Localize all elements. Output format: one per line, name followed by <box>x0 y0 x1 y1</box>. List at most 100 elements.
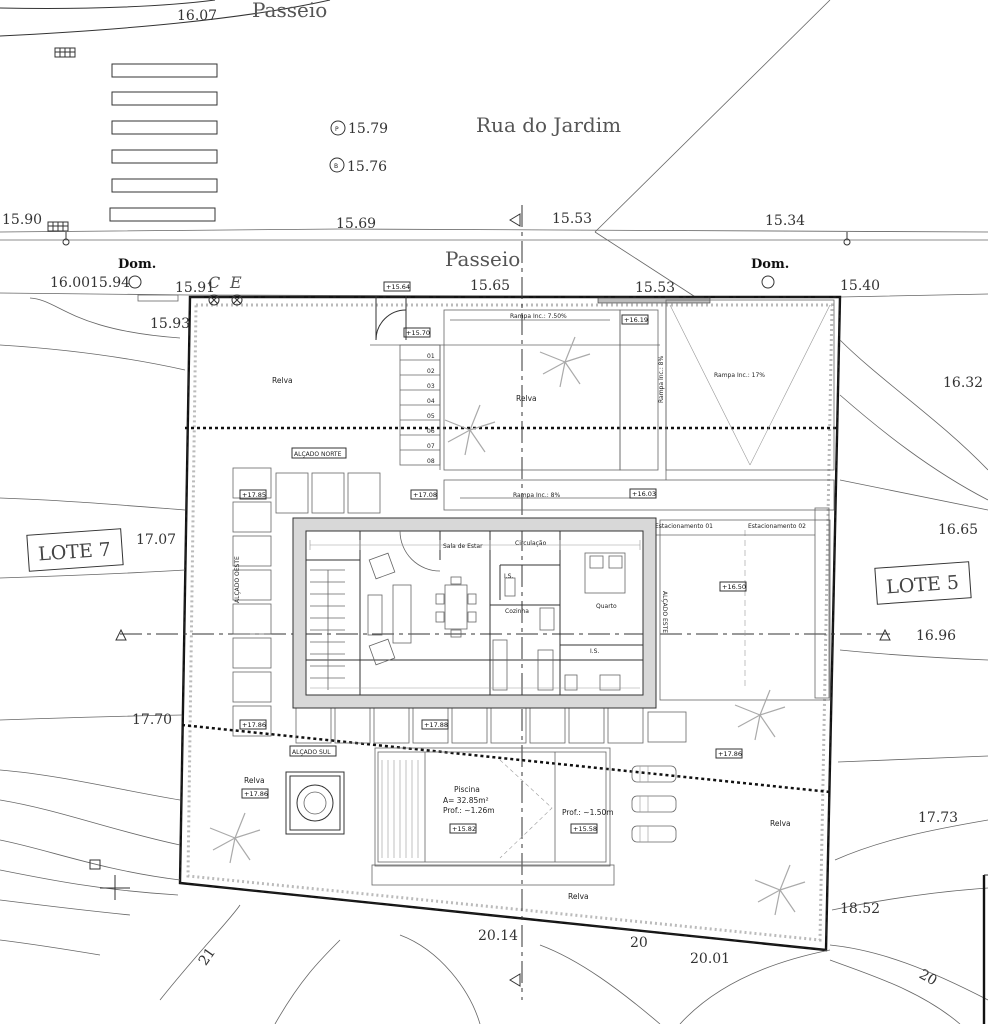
dom-label-right: Dom. <box>751 257 789 272</box>
svg-text:Cozinha: Cozinha <box>505 608 529 615</box>
setback-lines <box>181 426 836 794</box>
svg-text:15.65: 15.65 <box>470 278 510 294</box>
svg-text:15.91: 15.91 <box>175 280 215 296</box>
alcado-este: ALÇADO ESTE <box>661 591 668 633</box>
svg-text:Estacionamento 01: Estacionamento 01 <box>655 523 713 530</box>
marker-e: E <box>229 273 242 292</box>
svg-text:Rampa Inc.: 17%: Rampa Inc.: 17% <box>714 372 765 379</box>
svg-text:+15.64: +15.64 <box>386 283 410 291</box>
svg-text:Circulação: Circulação <box>515 540 547 547</box>
svg-text:21: 21 <box>196 945 219 969</box>
svg-text:Rampa Inc.: 8%: Rampa Inc.: 8% <box>658 356 665 403</box>
svg-text:16.32: 16.32 <box>943 375 983 391</box>
svg-text:P: P <box>335 126 339 133</box>
stair-step-labels: 01 02 03 04 05 06 07 08 <box>427 353 435 465</box>
markers: Dom. Dom. C E 15.79 15.76 <box>118 121 789 292</box>
svg-text:20: 20 <box>916 966 939 989</box>
svg-text:17.07: 17.07 <box>136 532 176 548</box>
svg-text:17.73: 17.73 <box>918 810 958 826</box>
svg-text:+17.88: +17.88 <box>424 721 448 729</box>
svg-text:15.90: 15.90 <box>2 212 42 228</box>
svg-text:+17.86: +17.86 <box>242 721 266 729</box>
relva-sw: Relva <box>244 776 265 785</box>
svg-text:08: 08 <box>427 458 435 465</box>
svg-text:02: 02 <box>427 368 435 375</box>
svg-text:B: B <box>334 163 338 170</box>
terrain-contours <box>0 339 988 1024</box>
svg-text:+17.08: +17.08 <box>413 491 437 499</box>
svg-text:+16.50: +16.50 <box>722 583 746 591</box>
svg-text:17.70: 17.70 <box>132 712 172 728</box>
frame-fragment <box>982 874 988 1024</box>
svg-text:20: 20 <box>630 935 648 951</box>
svg-text:15.53: 15.53 <box>552 211 592 227</box>
svg-text:15.53: 15.53 <box>635 280 675 296</box>
svg-text:07: 07 <box>427 443 435 450</box>
dom-marker-icon <box>62 232 851 306</box>
svg-text:16.65: 16.65 <box>938 522 978 538</box>
svg-text:Piscina: Piscina <box>454 785 480 794</box>
svg-text:20.14: 20.14 <box>478 928 518 944</box>
elevation-labels: 16.07 15.90 15.69 15.53 15.34 16.00 15.9… <box>2 8 983 989</box>
house <box>292 517 657 709</box>
svg-text:04: 04 <box>427 398 435 405</box>
alcado-norte: ALÇADO NORTE <box>294 451 342 458</box>
svg-text:Prof.: ~1.26m: Prof.: ~1.26m <box>443 806 495 815</box>
svg-text:I.S.: I.S. <box>590 648 599 655</box>
svg-text:05: 05 <box>427 413 435 420</box>
relva-se: Relva <box>770 819 791 828</box>
plan-labels: Relva Relva Relva Relva Relva Rampa Inc.… <box>234 283 806 901</box>
parking-area <box>655 507 831 701</box>
svg-text:+17.86: +17.86 <box>244 790 268 798</box>
lot-label-right: LOTE 5 <box>885 572 959 599</box>
swimming-pool <box>371 747 615 886</box>
crosswalk <box>109 63 218 222</box>
alcado-sul: ALÇADO SUL <box>292 749 331 756</box>
svg-text:Sala de Estar: Sala de Estar <box>443 543 483 550</box>
level-p: 15.79 <box>348 121 388 137</box>
svg-text:15.40: 15.40 <box>840 278 880 294</box>
sun-loungers <box>631 765 677 843</box>
svg-text:Rampa Inc.: 8%: Rampa Inc.: 8% <box>513 492 560 499</box>
svg-text:+16.03: +16.03 <box>632 490 656 498</box>
jacuzzi <box>285 771 345 835</box>
palm-tree-icon <box>209 336 806 916</box>
svg-text:Prof.: ~1.50m: Prof.: ~1.50m <box>562 808 614 817</box>
svg-text:A= 32.85m²: A= 32.85m² <box>443 796 489 805</box>
svg-text:Rampa Inc.: 7.50%: Rampa Inc.: 7.50% <box>510 313 567 320</box>
marker-c: C <box>208 273 220 292</box>
pavers <box>232 467 687 744</box>
svg-text:18.52: 18.52 <box>840 901 880 917</box>
street-passeio-mid: Passeio <box>445 247 520 271</box>
level-b: 15.76 <box>347 159 387 175</box>
svg-text:16.96: 16.96 <box>916 628 956 644</box>
svg-text:+15.58: +15.58 <box>573 825 597 833</box>
drain-grate-icon <box>47 47 76 232</box>
svg-text:15.34: 15.34 <box>765 213 805 229</box>
svg-text:16.07: 16.07 <box>177 8 217 24</box>
lot-boundary <box>178 295 842 952</box>
svg-text:01: 01 <box>427 353 435 360</box>
svg-text:I.S.: I.S. <box>504 573 513 580</box>
ramps <box>443 299 835 511</box>
parking-sign-icon: P B <box>329 120 346 173</box>
relva-s: Relva <box>568 892 589 901</box>
svg-text:16.00: 16.00 <box>50 275 90 291</box>
relva-nw: Relva <box>272 376 293 385</box>
street-rua-do-jardim: Rua do Jardim <box>476 113 621 137</box>
svg-text:06: 06 <box>427 428 435 435</box>
svg-text:20.01: 20.01 <box>690 951 730 967</box>
street-passeio-top: Passeio <box>252 0 327 22</box>
svg-text:03: 03 <box>427 383 435 390</box>
svg-text:+15.70: +15.70 <box>406 329 430 337</box>
svg-text:+15.82: +15.82 <box>452 825 476 833</box>
svg-text:15.93: 15.93 <box>150 316 190 332</box>
svg-text:+17.86: +17.86 <box>718 750 742 758</box>
svg-text:+16.19: +16.19 <box>624 316 648 324</box>
dom-label-left: Dom. <box>118 257 156 272</box>
lot-label-left: LOTE 7 <box>37 539 111 566</box>
entrance-stairs <box>399 344 441 470</box>
svg-text:+17.85: +17.85 <box>242 491 266 499</box>
relva-n: Relva <box>516 394 537 403</box>
